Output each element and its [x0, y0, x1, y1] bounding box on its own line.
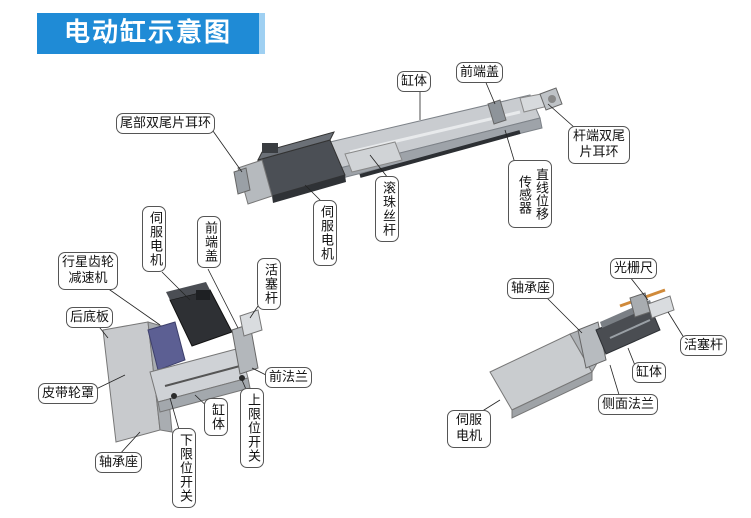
label-bearing-seat-left: 轴承座 — [95, 452, 143, 473]
label-lower-limit-switch: 下限位开关 — [172, 428, 196, 508]
label-side-flange: 侧面法兰 — [598, 394, 659, 415]
label-bearing-seat-right: 轴承座 — [507, 278, 555, 299]
label-rear-double-clevis: 尾部双尾片耳环 — [116, 113, 216, 134]
top-actuator — [233, 87, 563, 205]
label-ball-screw: 滚珠丝杆 — [375, 176, 399, 242]
label-cylinder-body-top: 缸体 — [397, 71, 432, 92]
label-piston-rod-right: 活塞杆 — [680, 335, 728, 356]
label-front-flange: 前法兰 — [265, 367, 313, 388]
label-servo-motor-left: 伺服电机 — [142, 206, 166, 272]
label-front-end-cap-top: 前端盖 — [456, 62, 504, 83]
label-front-end-cap-left: 前端盖 — [197, 216, 221, 268]
label-grating-scale: 光栅尺 — [610, 258, 658, 279]
label-linear-displacement-sensor: 直线位移传感器 — [508, 160, 552, 228]
label-planetary-gear-reducer: 行星齿轮减速机 — [58, 252, 118, 290]
label-servo-motor-top: 伺服电机 — [313, 200, 337, 266]
title-banner: 电动缸示意图 — [37, 13, 259, 54]
label-upper-limit-switch: 上限位开关 — [240, 388, 264, 468]
label-cylinder-body-left: 缸体 — [204, 398, 228, 436]
label-piston-rod-left: 活塞杆 — [257, 258, 281, 310]
right-actuator — [489, 288, 675, 419]
label-servo-motor-right: 伺服电机 — [447, 410, 491, 448]
page-title: 电动缸示意图 — [63, 18, 232, 48]
label-belt-pulley-cover: 皮带轮罩 — [38, 383, 99, 404]
label-rod-end-double-clevis: 杆端双尾片耳环 — [568, 126, 630, 164]
label-cylinder-body-right: 缸体 — [632, 362, 667, 383]
left-actuator — [102, 282, 263, 443]
label-rear-base-plate: 后底板 — [66, 307, 114, 328]
